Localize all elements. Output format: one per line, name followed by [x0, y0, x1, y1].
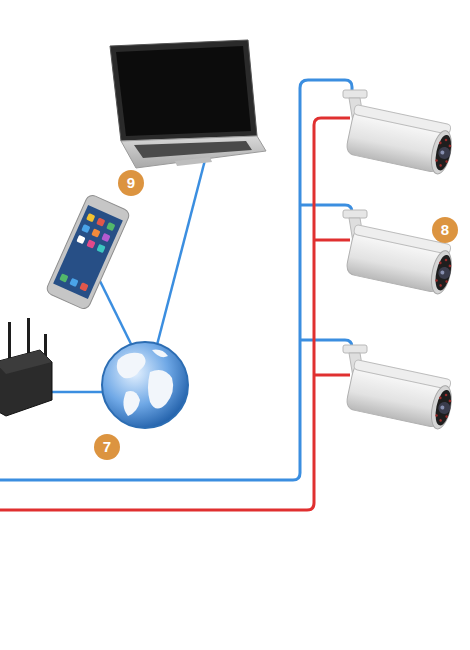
camera: [343, 345, 456, 431]
callout-number: 9: [118, 170, 144, 196]
network-links: [40, 160, 205, 392]
camera: [343, 90, 456, 176]
callout-number: 8: [432, 217, 458, 243]
callout-number: 7: [94, 434, 120, 460]
laptop: [110, 40, 266, 168]
wires: [0, 80, 352, 510]
router: [0, 318, 52, 416]
internet-globe: [102, 342, 188, 428]
smartphone: [45, 193, 131, 310]
